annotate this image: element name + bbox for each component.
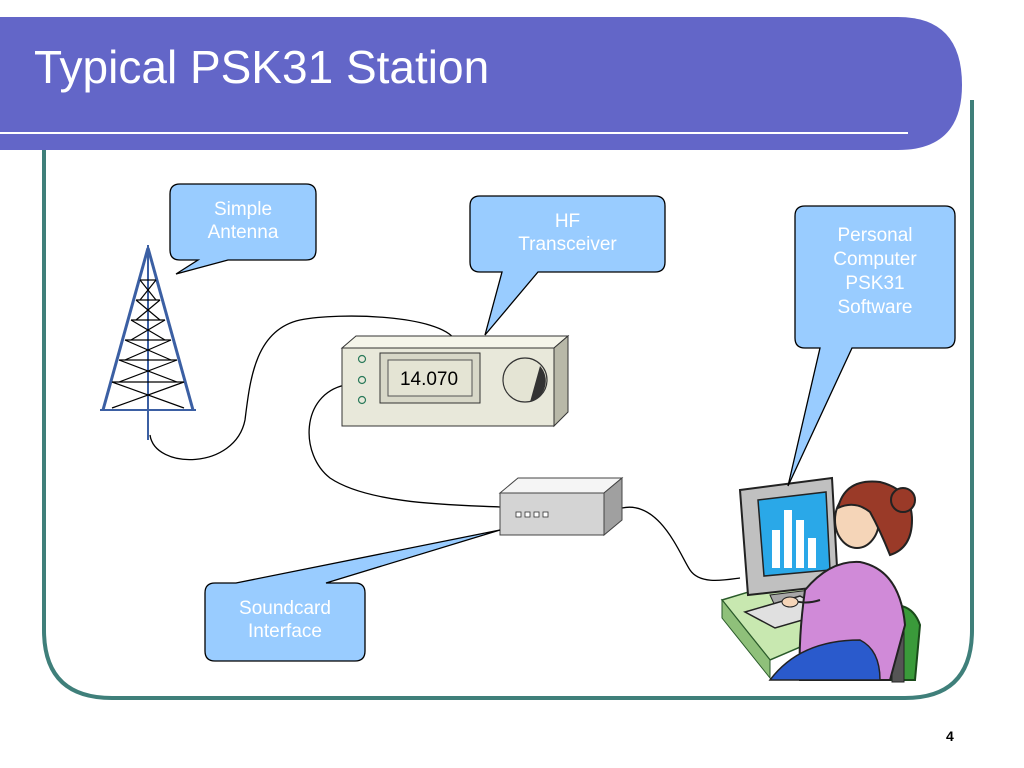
callout-interface-label: Soundcard Interface [239,598,331,642]
callout-computer-label: Personal Computer PSK31 Software [833,225,917,318]
callout-transceiver-shape [469,195,666,336]
title-band [0,17,962,150]
slide-frame [42,100,974,700]
callout-computer-shape [787,205,956,487]
callout-antenna-shape [169,183,317,275]
cable-transceiver-interface [308,384,501,508]
frequency-readout: 14.070 [399,369,459,390]
computer-user-icon [720,476,922,683]
page-number: 4 [946,728,954,744]
callout-interface-shape [204,529,501,662]
transceiver-icon [340,334,570,428]
cable-interface-computer [621,506,741,582]
soundcard-interface-icon [498,476,624,537]
cables [149,315,741,582]
callout-transceiver-label: HF Transceiver [518,211,617,255]
callout-antenna-label: Simple Antenna [207,199,279,243]
slide-title: Typical PSK31 Station [34,41,490,93]
antenna-tower-icon [100,245,196,440]
cable-antenna-transceiver [149,315,456,461]
